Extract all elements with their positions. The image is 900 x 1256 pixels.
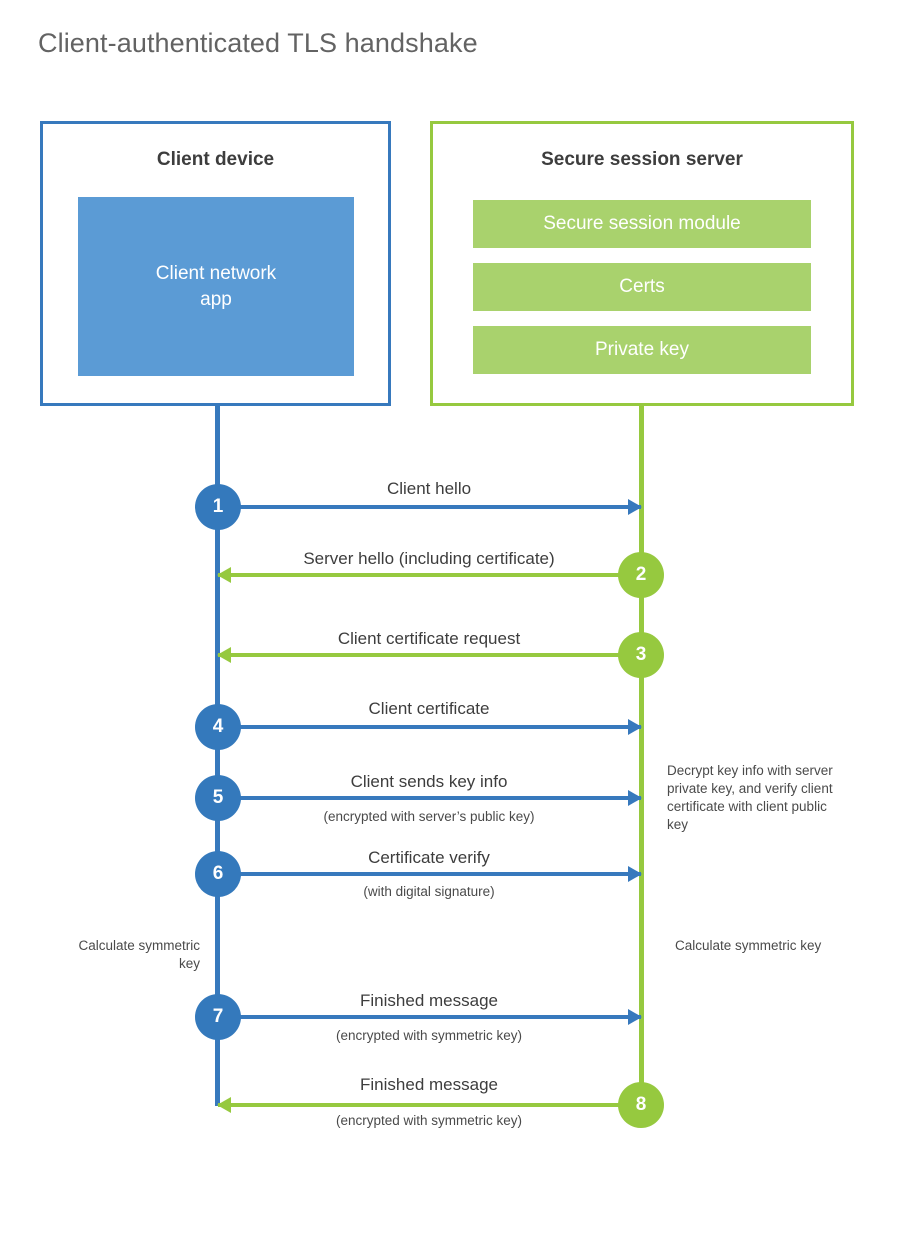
step-2-badge: 2 xyxy=(618,552,664,598)
step-4-label: Client certificate xyxy=(368,699,490,718)
arrow-head-right-icon xyxy=(628,866,642,882)
server-module-private-key: Private key xyxy=(473,326,811,374)
step-1-arrow xyxy=(218,499,642,515)
step-7-arrow xyxy=(218,1009,642,1025)
step-6-arrow xyxy=(218,866,642,882)
arrow-head-left-icon xyxy=(217,567,231,583)
step-3-label: Client certificate request xyxy=(337,629,521,648)
client-device-title: Client device xyxy=(156,149,275,170)
client-app-label-line-1: Client network xyxy=(155,262,277,284)
step-5-arrow xyxy=(218,790,642,806)
step-5-sublabel: (encrypted with server’s public key) xyxy=(323,809,535,824)
server-decrypt-note: Decrypt key info with server private key… xyxy=(667,763,833,832)
arrow-head-left-icon xyxy=(217,647,231,663)
step-6-badge: 6 xyxy=(195,851,241,897)
arrow-head-right-icon xyxy=(628,1009,642,1025)
secure-session-server-title: Secure session server xyxy=(541,149,743,170)
step-5-badge: 5 xyxy=(195,775,241,821)
server-calculate-symmetric-key-note: Calculate symmetric key xyxy=(675,938,822,953)
server-lifeline xyxy=(639,406,644,1106)
step-5-label: Client sends key info xyxy=(350,772,508,791)
client-network-app-block: Client network app xyxy=(78,197,354,376)
step-7-sublabel: (encrypted with symmetric key) xyxy=(335,1028,523,1043)
step-3-arrow xyxy=(217,647,641,663)
arrow-head-right-icon xyxy=(628,499,642,515)
step-8-label: Finished message xyxy=(360,1075,498,1094)
step-6-sublabel: (with digital signature) xyxy=(363,884,495,899)
client-device-box: Client device Client network app xyxy=(40,121,391,406)
secure-session-server-box: Secure session server Secure session mod… xyxy=(430,121,854,406)
arrow-head-right-icon xyxy=(628,719,642,735)
step-7-label: Finished message xyxy=(360,991,498,1010)
page-title: Client-authenticated TLS handshake xyxy=(38,28,478,58)
step-2-label: Server hello (including certificate) xyxy=(303,549,555,568)
step-4-badge: 4 xyxy=(195,704,241,750)
client-app-label-line-2: app xyxy=(200,288,232,310)
step-3-badge: 3 xyxy=(618,632,664,678)
client-network-app-label: Client network app xyxy=(156,261,276,313)
step-8-arrow xyxy=(217,1097,641,1113)
step-1-badge: 1 xyxy=(195,484,241,530)
arrow-head-left-icon xyxy=(217,1097,231,1113)
step-4-arrow xyxy=(218,719,642,735)
client-lifeline xyxy=(215,406,220,1106)
step-2-arrow xyxy=(217,567,641,583)
step-1-label: Client hello xyxy=(386,479,472,498)
server-module-secure-session-module: Secure session module xyxy=(473,200,811,248)
client-calculate-symmetric-key-note: Calculate symmetric key xyxy=(78,938,200,971)
step-8-badge: 8 xyxy=(618,1082,664,1128)
step-8-sublabel: (encrypted with symmetric key) xyxy=(335,1113,523,1128)
server-module-certs: Certs xyxy=(473,263,811,311)
step-6-label: Certificate verify xyxy=(368,848,490,867)
step-7-badge: 7 xyxy=(195,994,241,1040)
arrow-head-right-icon xyxy=(628,790,642,806)
